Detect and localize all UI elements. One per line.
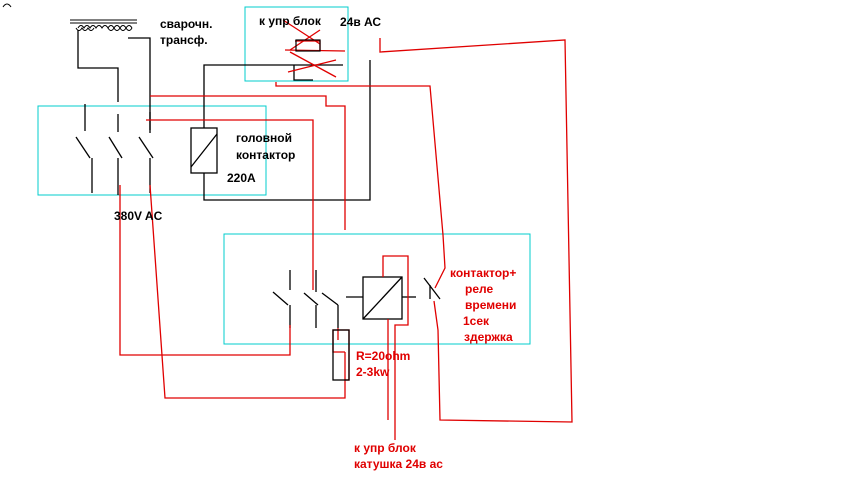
transformer-label-2: трансф. bbox=[160, 33, 208, 47]
transformer-label-1: сварочн. bbox=[160, 17, 213, 31]
head-contactor-label-1: головной bbox=[236, 131, 292, 145]
voltage-24-label: 24в АС bbox=[340, 15, 382, 29]
bottom-label-2: катушка 24в ас bbox=[354, 457, 443, 471]
red-wires bbox=[119, 19, 573, 440]
timer-contactor-box bbox=[223, 233, 531, 345]
resistor-symbol bbox=[332, 329, 350, 381]
bottom-label-1: к упр блок bbox=[354, 441, 416, 455]
timer-contactor-label-5: здержка bbox=[464, 330, 513, 344]
resistor-label-2: 2-3kw bbox=[356, 365, 390, 379]
control-block-resistor bbox=[295, 39, 321, 52]
control-block-box bbox=[244, 6, 349, 82]
timer-contactor-label-4: 1сек bbox=[463, 314, 490, 328]
corner-arc bbox=[2, 3, 12, 8]
head-contactor-box bbox=[37, 105, 267, 196]
timer-contactor-label-3: времени bbox=[465, 298, 517, 312]
voltage-380-label: 380V AC bbox=[114, 209, 163, 223]
voltage-220-label: 220А bbox=[227, 171, 256, 185]
head-contactor-label-2: контактор bbox=[236, 148, 296, 162]
resistor-label-1: R=20ohm bbox=[356, 349, 411, 363]
control-block-label: к упр блок bbox=[259, 14, 321, 28]
black-wires bbox=[75, 30, 441, 328]
timer-contactor-label-1: контактор+ bbox=[450, 266, 517, 280]
welding-transformer-symbol bbox=[70, 19, 137, 31]
timer-contactor-label-2: реле bbox=[465, 282, 494, 296]
